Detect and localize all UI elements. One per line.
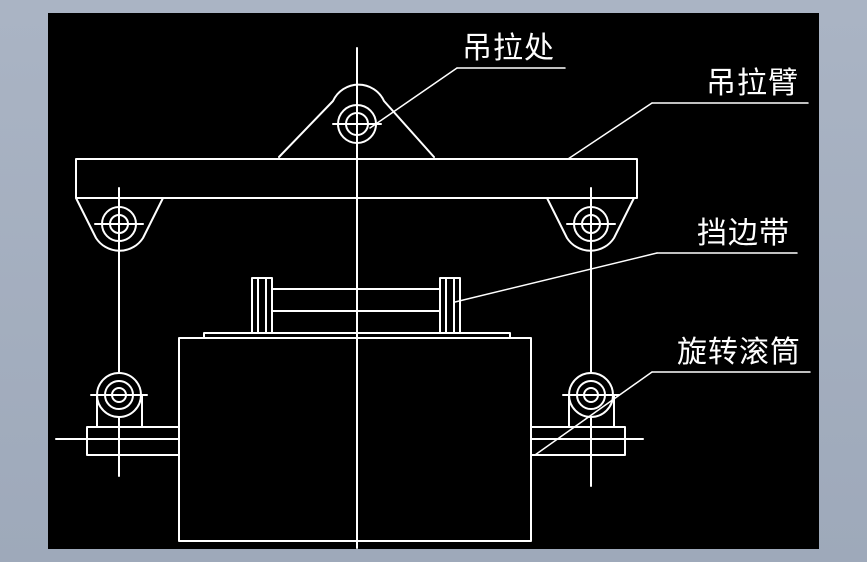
- mechanical-drawing: 吊拉处 吊拉臂 挡边带 旋转滚筒: [55, 31, 811, 549]
- label-lifting-point: 吊拉处: [462, 31, 555, 66]
- label-edge-band: 挡边带: [697, 216, 790, 251]
- leader-lifting-arm-diag: [567, 102, 653, 160]
- leader-drum-diag: [534, 371, 653, 456]
- edge-band-left-post: [251, 277, 273, 334]
- drawing-canvas: 吊拉处 吊拉臂 挡边带 旋转滚筒: [48, 13, 819, 549]
- label-lifting-arm: 吊拉臂: [706, 66, 799, 101]
- label-rotating-drum: 旋转滚筒: [677, 335, 801, 370]
- leader-lifting-point-diag: [369, 67, 458, 129]
- left-support-plate: [86, 426, 180, 456]
- edge-band-right-post: [439, 277, 461, 334]
- rotating-drum-body: [178, 337, 532, 542]
- lifting-arm-beam: [75, 158, 638, 199]
- right-support-plate: [530, 426, 626, 456]
- leader-edge-band-diag: [454, 252, 658, 303]
- lifting-lug: [278, 83, 435, 158]
